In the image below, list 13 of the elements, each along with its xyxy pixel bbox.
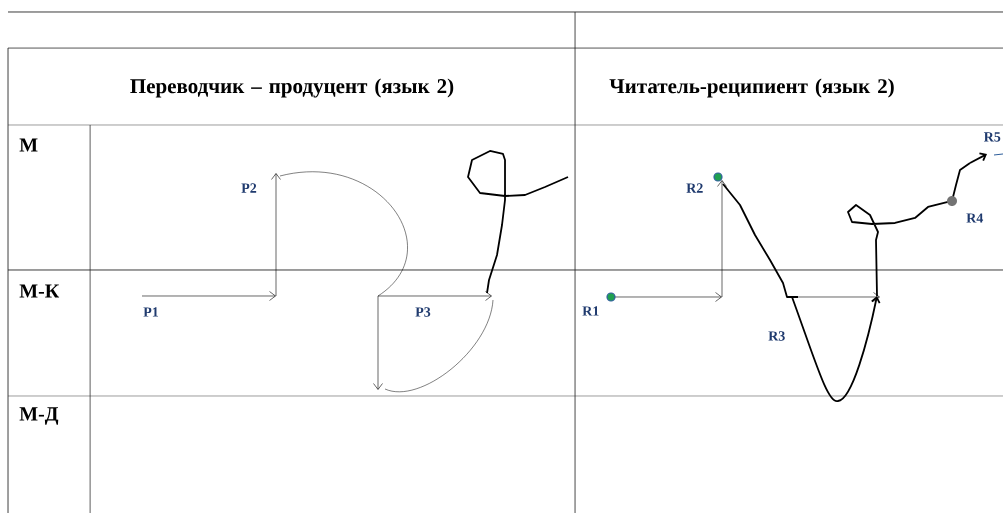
point-label: R5 [983, 132, 1001, 142]
row-label: М-К [19, 284, 60, 298]
column-heading: Читатель-реципиент (язык 2) [609, 78, 894, 98]
point-label: R2 [686, 183, 703, 193]
point-label: R3 [768, 331, 785, 341]
point-label: R1 [582, 306, 599, 316]
point-label: P3 [415, 307, 431, 317]
row-label: М [19, 138, 38, 152]
column-heading: Переводчик – продуцент (язык 2) [130, 78, 454, 98]
point-label: R4 [966, 213, 984, 223]
point-label: P2 [241, 183, 257, 193]
point-label: P1 [143, 307, 159, 317]
row-label: М-Д [19, 407, 59, 425]
